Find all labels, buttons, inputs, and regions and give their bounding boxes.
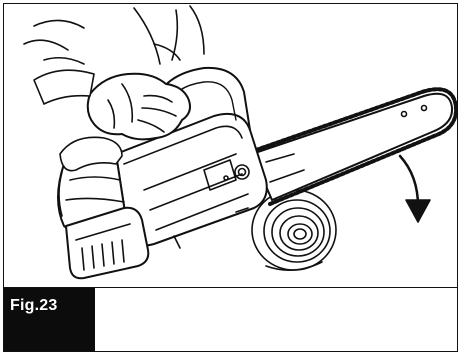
gloved-hand bbox=[24, 20, 190, 139]
log-icon bbox=[252, 190, 336, 270]
arm-lines bbox=[134, 6, 204, 64]
figure-frame: Fig.23 bbox=[3, 3, 458, 352]
figure-label: Fig.23 bbox=[4, 288, 95, 352]
guide-bar bbox=[252, 89, 456, 204]
arrow-down-icon bbox=[400, 156, 430, 222]
